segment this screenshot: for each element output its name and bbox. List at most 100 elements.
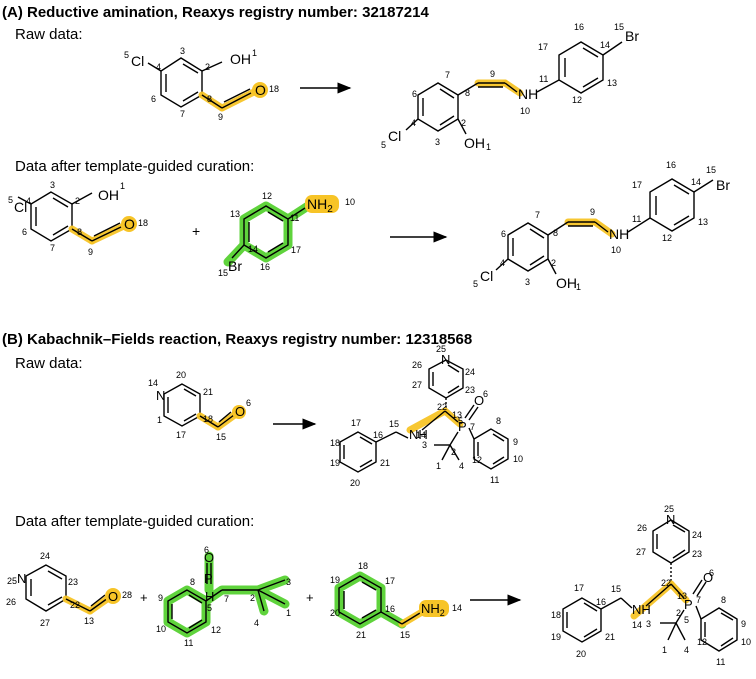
svg-text:2: 2 bbox=[551, 258, 556, 268]
svg-text:9: 9 bbox=[590, 207, 595, 217]
svg-text:8: 8 bbox=[190, 577, 195, 587]
svg-text:10: 10 bbox=[520, 106, 530, 116]
svg-text:21: 21 bbox=[605, 632, 615, 642]
svg-text:21: 21 bbox=[203, 387, 213, 397]
amine-nh: NH bbox=[409, 427, 428, 442]
svg-text:25: 25 bbox=[7, 576, 17, 586]
svg-text:5: 5 bbox=[124, 50, 129, 60]
svg-text:16: 16 bbox=[666, 160, 676, 170]
svg-text:28: 28 bbox=[122, 590, 132, 600]
svg-text:10: 10 bbox=[513, 454, 523, 464]
plus-sign-1: + bbox=[140, 590, 148, 605]
svg-text:5: 5 bbox=[684, 615, 689, 625]
svg-text:12: 12 bbox=[697, 637, 707, 647]
oxygen-atom: O bbox=[108, 589, 118, 604]
oxygen-atom: O bbox=[204, 550, 214, 565]
svg-text:18: 18 bbox=[138, 218, 148, 228]
panel-a-raw-label: Raw data: bbox=[15, 26, 83, 43]
svg-text:8: 8 bbox=[207, 94, 212, 104]
svg-text:1: 1 bbox=[252, 48, 257, 58]
svg-text:6: 6 bbox=[246, 398, 251, 408]
svg-text:3: 3 bbox=[286, 577, 291, 587]
svg-text:11: 11 bbox=[490, 475, 499, 485]
svg-text:4: 4 bbox=[459, 461, 464, 471]
svg-text:5: 5 bbox=[207, 603, 212, 613]
chlorine-atom: Cl bbox=[480, 268, 493, 284]
oxygen-atom: O bbox=[703, 570, 713, 585]
svg-text:4: 4 bbox=[411, 118, 416, 128]
bromine-atom: Br bbox=[625, 28, 639, 44]
svg-text:17: 17 bbox=[351, 418, 361, 428]
svg-text:20: 20 bbox=[350, 478, 360, 488]
oxygen-atom: O bbox=[255, 82, 266, 98]
svg-text:27: 27 bbox=[412, 380, 422, 390]
svg-text:3: 3 bbox=[525, 277, 530, 287]
plus-sign: + bbox=[192, 223, 200, 239]
svg-text:23: 23 bbox=[465, 385, 475, 395]
hydroxyl-group: OH bbox=[556, 275, 577, 291]
svg-text:5: 5 bbox=[473, 279, 478, 289]
svg-text:9: 9 bbox=[88, 247, 93, 257]
svg-text:13: 13 bbox=[230, 209, 240, 219]
svg-text:6: 6 bbox=[501, 229, 506, 239]
svg-text:17: 17 bbox=[176, 430, 186, 440]
plus-sign-2: + bbox=[306, 590, 314, 605]
svg-text:26: 26 bbox=[412, 360, 422, 370]
bromine-atom: Br bbox=[228, 258, 242, 274]
svg-text:10: 10 bbox=[156, 624, 166, 634]
pyridine-nitrogen: N bbox=[17, 571, 26, 586]
svg-text:14: 14 bbox=[452, 603, 462, 613]
svg-text:1: 1 bbox=[286, 608, 291, 618]
phosphorus-atom: P bbox=[684, 597, 693, 612]
svg-text:12: 12 bbox=[662, 233, 672, 243]
svg-text:26: 26 bbox=[637, 523, 647, 533]
svg-text:13: 13 bbox=[452, 410, 462, 420]
svg-text:23: 23 bbox=[692, 549, 702, 559]
svg-text:17: 17 bbox=[538, 42, 548, 52]
amine-nh: NH bbox=[632, 602, 651, 617]
svg-text:15: 15 bbox=[706, 165, 716, 175]
svg-text:13: 13 bbox=[84, 616, 94, 626]
svg-text:5: 5 bbox=[458, 416, 463, 426]
svg-text:20: 20 bbox=[576, 649, 586, 659]
svg-text:5: 5 bbox=[8, 195, 13, 205]
svg-text:9: 9 bbox=[158, 593, 163, 603]
bromine-atom: Br bbox=[716, 177, 730, 193]
svg-text:18: 18 bbox=[330, 438, 340, 448]
svg-text:4: 4 bbox=[254, 618, 259, 628]
svg-text:10: 10 bbox=[611, 245, 621, 255]
svg-text:2: 2 bbox=[75, 196, 80, 206]
svg-text:14: 14 bbox=[632, 620, 642, 630]
svg-text:24: 24 bbox=[465, 367, 475, 377]
panel-a-curated-label: Data after template-guided curation: bbox=[15, 158, 255, 175]
svg-text:3: 3 bbox=[646, 619, 651, 629]
svg-text:13: 13 bbox=[607, 78, 617, 88]
svg-text:8: 8 bbox=[465, 88, 470, 98]
svg-text:17: 17 bbox=[632, 180, 642, 190]
svg-text:3: 3 bbox=[435, 137, 440, 147]
svg-text:1: 1 bbox=[486, 142, 491, 152]
svg-text:19: 19 bbox=[330, 575, 340, 585]
svg-text:18: 18 bbox=[269, 84, 279, 94]
svg-text:27: 27 bbox=[40, 618, 50, 628]
chlorine-atom: Cl bbox=[131, 53, 144, 69]
svg-text:15: 15 bbox=[218, 268, 228, 278]
hydrogen-atom: H bbox=[205, 589, 214, 604]
svg-text:25: 25 bbox=[436, 344, 446, 354]
svg-text:21: 21 bbox=[380, 458, 390, 468]
svg-text:9: 9 bbox=[513, 437, 518, 447]
svg-text:6: 6 bbox=[151, 94, 156, 104]
phosphorus-atom: P bbox=[204, 571, 213, 586]
svg-text:18: 18 bbox=[358, 561, 368, 571]
pyridine-nitrogen: N bbox=[441, 352, 450, 367]
svg-text:8: 8 bbox=[77, 227, 82, 237]
svg-text:20: 20 bbox=[176, 370, 186, 380]
svg-text:2: 2 bbox=[461, 118, 466, 128]
chlorine-atom: Cl bbox=[388, 128, 401, 144]
svg-text:6: 6 bbox=[709, 568, 714, 578]
